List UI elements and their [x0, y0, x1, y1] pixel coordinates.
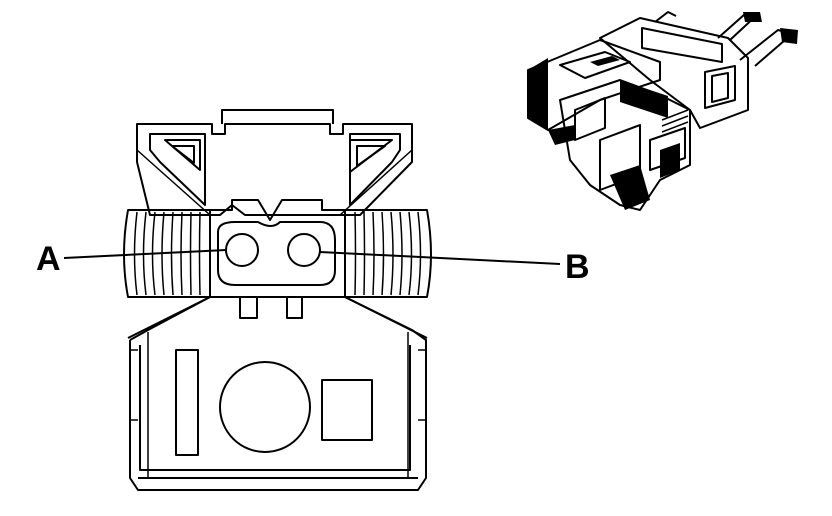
callout-b: B [319, 248, 590, 286]
slot [175, 349, 199, 456]
connector-isometric-view [527, 11, 798, 211]
cavity-b [287, 233, 321, 267]
top-latch [136, 109, 413, 216]
round-post [219, 361, 311, 453]
cavity-a [225, 233, 259, 267]
callout-b-label: B [565, 248, 590, 286]
callout-a-label: A [36, 240, 61, 278]
wires [654, 11, 798, 67]
lower-housing [127, 296, 428, 491]
square-slot [321, 379, 373, 441]
callout-a: A [36, 240, 227, 278]
keying-posts [239, 297, 303, 319]
connector-face-view [123, 109, 432, 491]
